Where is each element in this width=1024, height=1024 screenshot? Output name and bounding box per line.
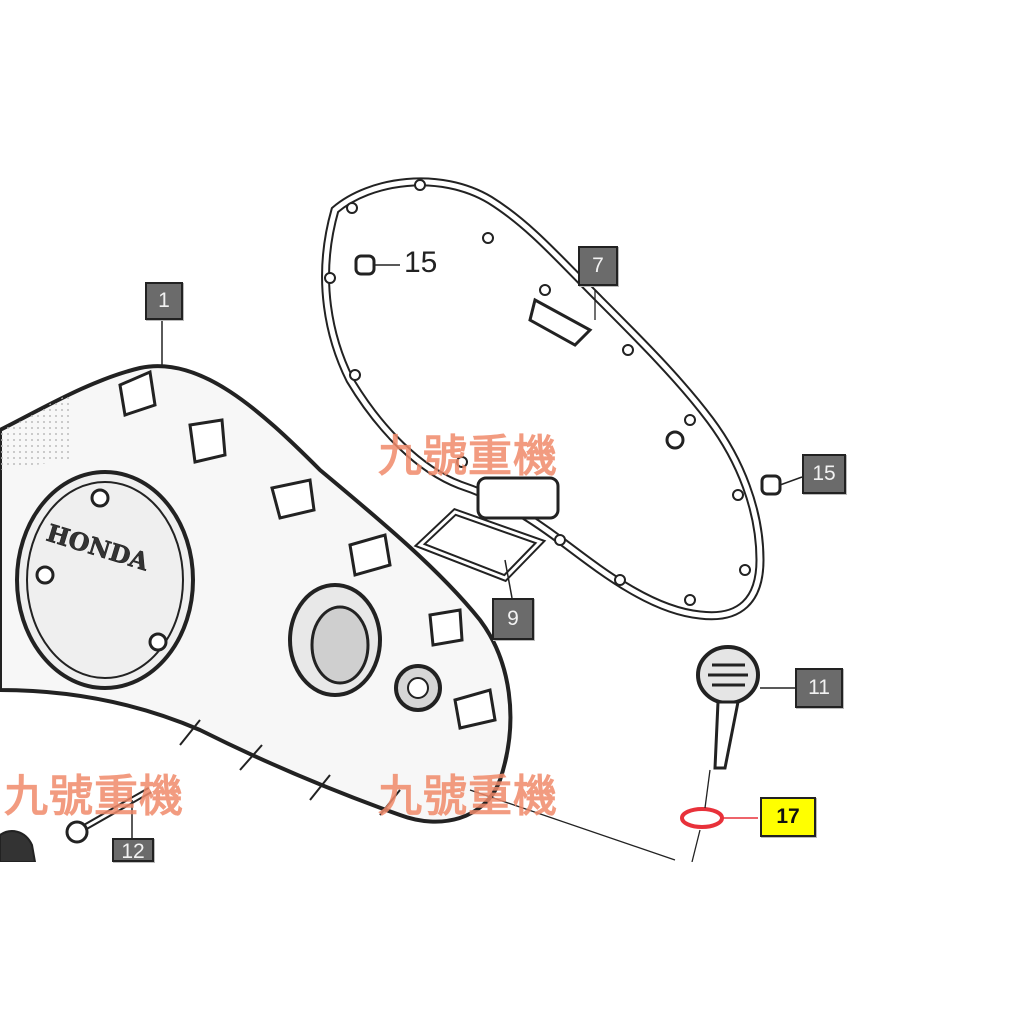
watermark-bottom-left: 九號重機 bbox=[4, 771, 184, 822]
gasket-part-7 bbox=[321, 177, 765, 621]
bolt-part-12 bbox=[65, 786, 152, 844]
callout-part-17-highlight: 17 bbox=[760, 797, 816, 837]
dowel-pin-right bbox=[760, 474, 803, 496]
crankcase-boss bbox=[288, 583, 442, 712]
gear-partial bbox=[0, 830, 37, 863]
dowel-pin-upper bbox=[354, 254, 400, 276]
crankcase-cover-part-1: HONDA bbox=[0, 320, 513, 824]
watermark-center: 九號重機 bbox=[378, 431, 558, 482]
callout-part-9: 9 bbox=[492, 598, 534, 640]
o-ring-part-17 bbox=[680, 807, 758, 829]
leader-lines bbox=[469, 290, 711, 863]
callout-part-1: 1 bbox=[145, 282, 183, 320]
callout-part-11: 11 bbox=[795, 668, 843, 708]
label-part-15: 15 bbox=[404, 246, 438, 279]
blank-lower-area bbox=[0, 862, 1024, 1024]
callout-part-12: 12 bbox=[112, 838, 154, 862]
watermark-bottom-center: 九號重機 bbox=[378, 771, 558, 822]
callout-part-15: 15 bbox=[802, 454, 846, 494]
gasket-part-9 bbox=[413, 507, 547, 599]
oil-filler-cap-part-11 bbox=[696, 645, 796, 770]
callout-part-7: 7 bbox=[578, 246, 618, 286]
